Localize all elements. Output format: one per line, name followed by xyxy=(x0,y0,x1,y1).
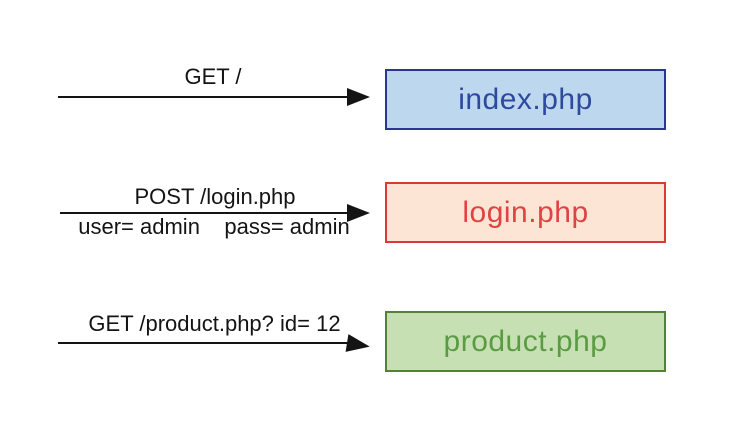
arrow-line-login xyxy=(60,212,348,214)
endpoint-box-product: product.php xyxy=(385,311,666,372)
endpoint-label-product: product.php xyxy=(443,324,608,358)
arrowhead-icon xyxy=(347,88,370,106)
endpoint-box-index: index.php xyxy=(385,69,666,130)
arrowhead-icon xyxy=(345,334,372,356)
request-label-product: GET /product.php? id= 12 xyxy=(88,311,341,336)
arrowhead-icon xyxy=(347,204,370,222)
endpoint-box-login: login.php xyxy=(385,182,666,243)
arrow-line-index xyxy=(58,96,348,98)
request-label-index: GET / xyxy=(184,64,242,89)
arrow-line-product xyxy=(58,342,348,344)
endpoint-label-index: index.php xyxy=(458,82,593,116)
request-params-login: user= admin pass= admin xyxy=(78,214,350,239)
endpoint-label-login: login.php xyxy=(462,195,589,229)
request-label-login: POST /login.php xyxy=(134,184,296,209)
